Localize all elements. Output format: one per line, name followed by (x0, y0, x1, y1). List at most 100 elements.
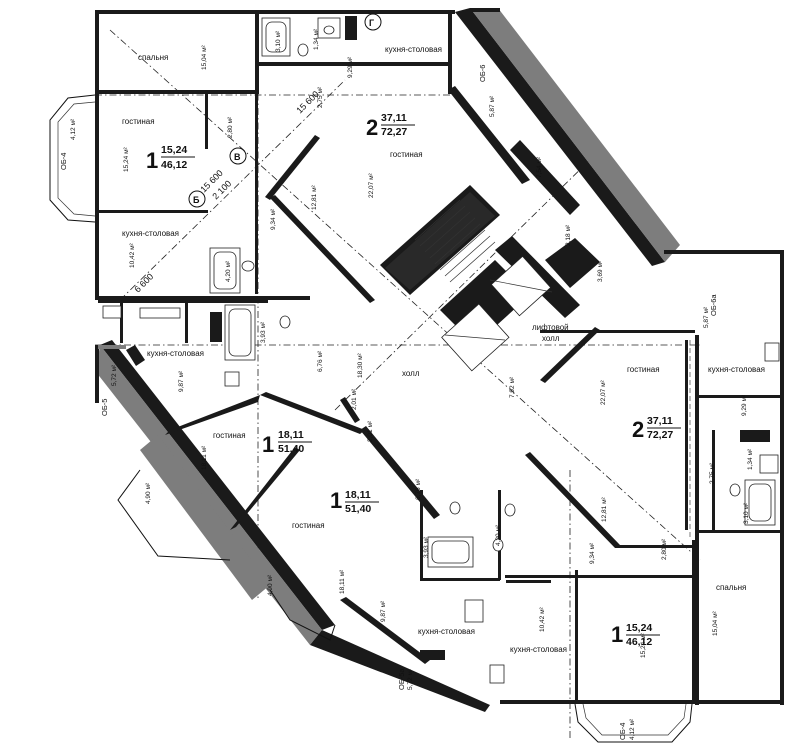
area-7-92-holl: 7,92 м² (509, 376, 516, 398)
area-9-87-lower: 9,87 м² (380, 600, 387, 622)
room-label-kuhnya-bottom: кухня-столовая (510, 645, 567, 654)
room-label-gostinaya-right: гостиная (627, 365, 660, 374)
area-12-81-upper: 12,81 м² (311, 184, 318, 210)
room-label-kuhnya-right: кухня-столовая (708, 365, 765, 374)
unit-living-area: 18,11 (345, 489, 371, 501)
svg-text:Г: Г (369, 18, 374, 28)
area-5-87-right: 5,87 м² (703, 306, 710, 328)
area-4-12-left: 4,12 м² (70, 118, 77, 140)
area-2-75-right: 2,75 м² (709, 462, 716, 484)
area-22-07-upper: 22,07 м² (368, 172, 375, 198)
area-10-42-left: 10,42 м² (129, 242, 136, 268)
area-4-20-left: 4,20 м² (225, 260, 232, 282)
unit-total-area: 72,27 (381, 126, 407, 138)
area-18-11-lower: 18,11 м² (339, 569, 346, 594)
area-2-01-lower: 2,01 м² (367, 420, 374, 442)
unit-label-2: 2 37,11 72,27 (366, 112, 415, 140)
area-4-80-left: 4,90 м² (267, 574, 274, 596)
unit-total-area: 46,12 (161, 159, 187, 171)
area-2-80-left: 2,80 м² (227, 116, 234, 138)
area-9-34-left: 9,34 м² (270, 208, 277, 230)
room-label-spalnya-top: спальня (138, 53, 168, 62)
area-1-34-top: 1,34 м² (313, 28, 320, 50)
ob6a-right: ОБ-6а (709, 294, 718, 316)
area-2-18-core: 2,18 м² (565, 224, 572, 246)
area-4-12-bottom: 4,12 м² (629, 718, 636, 740)
area-9-87-left: 9,87 м² (178, 370, 185, 392)
area-6-76-lower: 6,76 м² (415, 478, 422, 500)
area-2-80-lower: 2,80 м² (661, 538, 668, 560)
room-label-spalnya-right: спальня (716, 583, 746, 592)
elevator-shaft-2 (441, 303, 510, 372)
unit-room-count: 1 (262, 432, 274, 457)
area-12-81-right: 12,81 м² (601, 496, 608, 522)
axis-markers: Г В Б (188, 13, 382, 208)
ob5-left: ОБ-5 (100, 399, 109, 416)
room-labels: спальня гостиная кухня-столовая кухня-ст… (122, 45, 765, 654)
area-9-29-top: 9,29 м² (347, 56, 354, 78)
area-3-10-top: 3,10 м² (275, 30, 282, 52)
room-label-gostinaya-upper: гостиная (390, 150, 423, 159)
room-label-lift-holl-2: холл (542, 334, 560, 343)
area-4-20-lower: 4,20 м² (495, 524, 502, 546)
area-5-72-left: 5,72 м² (111, 364, 118, 386)
area-9-29-right: 9,29 м² (741, 394, 748, 416)
unit-living-area: 15,24 (161, 144, 187, 156)
room-label-gostinaya-mid: гостиная (213, 431, 246, 440)
svg-text:Б: Б (193, 195, 200, 205)
room-label-holl: холл (402, 369, 420, 378)
unit-label-1: 1 15,24 46,12 (146, 144, 195, 173)
fixtures (102, 16, 780, 684)
unit-room-count: 1 (146, 148, 158, 173)
outer-walls (49, 8, 784, 743)
unit-room-count: 1 (330, 488, 342, 513)
area-18-30-holl: 18,30 м² (357, 352, 364, 378)
stair-treads (414, 199, 496, 283)
unit-total-area: 46,12 (626, 636, 652, 648)
area-3-69-core: 3,69 м² (597, 260, 604, 282)
unit-living-area: 15,24 (626, 622, 652, 634)
area-22-07-right: 22,07 м² (600, 379, 607, 405)
room-label-kuhnya-lower: кухня-столовая (418, 627, 475, 636)
ob4-left: ОБ-4 (59, 153, 68, 170)
ob6-top: ОБ-6 (478, 65, 487, 82)
unit-total-area: 51,40 (345, 503, 371, 515)
area-3-93-lower: 3,93 м² (423, 536, 430, 558)
unit-living-area: 37,11 (381, 112, 407, 124)
ob4-bottom: ОБ-4 (618, 723, 627, 740)
svg-text:В: В (234, 152, 241, 162)
room-label-gostinaya-lower: гостиная (292, 521, 325, 530)
marker-g: Г (364, 13, 382, 31)
area-labels: 15,04 м² 3,10 м² 1,34 м² 9,29 м² 5,87 м²… (70, 28, 754, 740)
area-2-75-top: 2,75 м² (317, 86, 324, 108)
area-6-76-upper: 6,76 м² (317, 350, 324, 372)
area-2-01-upper: 2,01 м² (351, 388, 358, 410)
area-3-93-left: 3,93 м² (260, 321, 267, 343)
unit-living-area: 18,11 (278, 429, 304, 441)
area-10-42-lower: 10,42 м² (539, 606, 546, 632)
area-7-54-upper: 7,54 м² (536, 156, 543, 178)
area-1-34-right: 1,34 м² (747, 448, 754, 470)
unit-labels: 1 15,24 46,12 2 37,11 72,27 1 18,11 51,4… (146, 112, 681, 648)
area-9-34-lower: 9,34 м² (589, 542, 596, 564)
unit-label-3: 1 18,11 51,40 (262, 429, 312, 457)
unit-total-area: 51,40 (278, 443, 304, 455)
area-15-24-lower: 15,24 м² (640, 632, 647, 658)
unit-label-6: 1 15,24 46,12 (611, 622, 660, 648)
unit-room-count: 2 (366, 115, 378, 140)
unit-room-count: 2 (632, 417, 644, 442)
balcony-labels: ОБ-4 ОБ-6 ОБ-5 ОБ-6а ОБ-5а ОБ-4 (59, 65, 718, 740)
area-5-87-top: 5,87 м² (489, 95, 496, 117)
dimension-6600: 6 600 (132, 271, 155, 294)
ob5a-bottom: ОБ-5а (397, 668, 406, 690)
unit-room-count: 1 (611, 622, 623, 647)
room-label-kuhnya-top: кухня-столовая (385, 45, 442, 54)
unit-label-4: 1 18,11 51,40 (330, 488, 379, 515)
marker-v: В (229, 147, 247, 165)
area-3-10-right: 3,10 м² (743, 502, 750, 524)
room-label-kuhnya-left: кухня-столовая (122, 229, 179, 238)
area-15-04-right: 15,04 м² (712, 610, 719, 636)
room-label-lift-holl-1: лифтовой (532, 323, 569, 332)
unit-living-area: 37,11 (647, 415, 673, 427)
area-4-90-left: 4,90 м² (145, 482, 152, 504)
